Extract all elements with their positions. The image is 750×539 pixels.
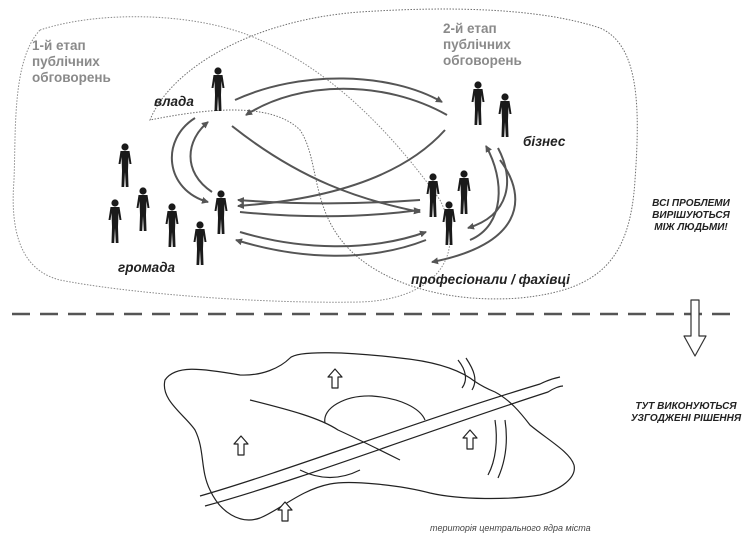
- territory-outline: [163, 352, 575, 521]
- hromada-person-icon: [108, 199, 122, 243]
- note-decisions: ТУТ ВИКОНУЮТЬСЯ УЗГОДЖЕНІ РІШЕННЯ: [630, 401, 742, 424]
- arrow-profesionaly-to-biznes: [431, 159, 517, 265]
- stage-2-area: [149, 8, 638, 300]
- profesionaly-person-icon: [457, 170, 471, 214]
- arrow-biznes-to-profesionaly: [467, 147, 509, 230]
- arrow-vlada-to-profesionaly: [231, 125, 421, 215]
- arrow-vlada-to-hromada: [170, 117, 209, 204]
- down-arrow-icon: [683, 299, 707, 357]
- arrow-profesionaly-to-hromada-low: [235, 238, 427, 257]
- road-west: [299, 469, 361, 479]
- arrow-profesionaly-to-hromada: [237, 196, 421, 205]
- territory-caption: територія центрального ядра міста: [430, 523, 591, 533]
- stage-1-label: 1-й етап публічних обговорень: [32, 38, 111, 85]
- group-label-profesionaly: професіонали / фахівці: [411, 272, 570, 287]
- stage-1-area: [12, 16, 451, 303]
- arrow-vlada-to-biznes: [234, 77, 443, 103]
- profesionaly-person-icon: [442, 201, 456, 245]
- note-problems: ВСІ ПРОБЛЕМИ ВИРІШУЮТЬСЯ МІЖ ЛЮДЬМИ!: [652, 198, 730, 233]
- up-arrow-icon: [327, 368, 343, 389]
- biznes-person-icon: [471, 81, 485, 125]
- road-east-2: [457, 359, 467, 389]
- biznes-person-icon: [498, 93, 512, 137]
- arrow-hromada-to-profesionaly-low: [239, 230, 427, 248]
- hromada-person-icon: [118, 143, 132, 187]
- arrow-biznes-to-hromada: [237, 129, 446, 210]
- up-arrow-icon: [233, 435, 249, 456]
- vlada-person-icon: [211, 67, 225, 111]
- group-label-vlada: влада: [154, 94, 194, 109]
- city-territory-map: [163, 352, 575, 521]
- arrow-biznes-to-vlada: [245, 87, 448, 116]
- arrow-hromada-to-vlada: [189, 121, 213, 193]
- group-label-biznes: бізнес: [523, 134, 566, 149]
- interaction-arrows: [170, 77, 517, 265]
- up-arrow-icon: [277, 501, 293, 522]
- road-east: [465, 357, 476, 391]
- hromada-person-icon: [214, 190, 228, 234]
- group-label-hromada: громада: [118, 260, 176, 275]
- road-south-2: [497, 419, 507, 479]
- profesionaly-person-icon: [426, 173, 440, 217]
- inner-loop: [324, 395, 426, 424]
- arrow-hromada-to-profesionaly: [239, 207, 421, 218]
- up-arrow-icon: [462, 429, 478, 450]
- hromada-person-icon: [136, 187, 150, 231]
- road-main: [199, 376, 561, 497]
- hromada-person-icon: [193, 221, 207, 265]
- arrow-profesionaly-to-biznes-up: [469, 145, 500, 241]
- road-south: [487, 419, 497, 476]
- road-main-2: [204, 385, 564, 507]
- hromada-person-icon: [165, 203, 179, 247]
- road-branch: [249, 399, 401, 461]
- stage-2-label: 2-й етап публічних обговорень: [443, 21, 522, 68]
